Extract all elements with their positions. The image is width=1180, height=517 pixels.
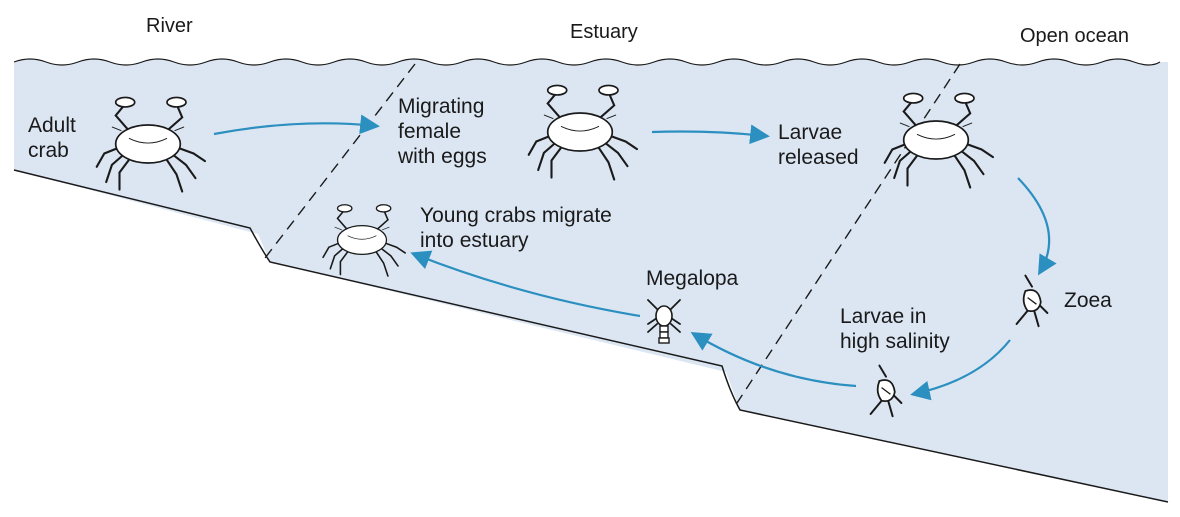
zone-label-ocean: Open ocean: [1020, 25, 1129, 47]
label-zoea: Zoea: [1064, 289, 1112, 312]
estuary-ocean-divider: [734, 63, 961, 407]
arrow-zoea-to-high-salinity: [910, 339, 1011, 401]
arrow-megalopa-to-young: [410, 250, 641, 318]
river-estuary-divider: [264, 63, 416, 259]
zone-label-river: River: [146, 15, 193, 37]
label-young-crabs: Young crabs migrate into estuary: [420, 204, 612, 252]
label-megalopa: Megalopa: [646, 267, 739, 290]
seabed-outline: [13, 169, 1169, 503]
label-high-salinity: Larvae in high salinity: [840, 305, 950, 353]
label-adult-crab: Adult crab: [28, 114, 76, 162]
label-larvae-released: Larvae released: [778, 121, 859, 169]
label-migrating-female: Migrating female with eggs: [398, 95, 487, 168]
zone-label-estuary: Estuary: [570, 21, 638, 43]
arrow-released-to-zoea: [1017, 177, 1057, 276]
arrow-migrating-to-released: [651, 124, 770, 145]
arrow-adult-to-migrating: [213, 114, 380, 136]
arrow-high-salinity-to-megalopa: [690, 331, 857, 388]
water-surface-line: [13, 58, 1161, 66]
